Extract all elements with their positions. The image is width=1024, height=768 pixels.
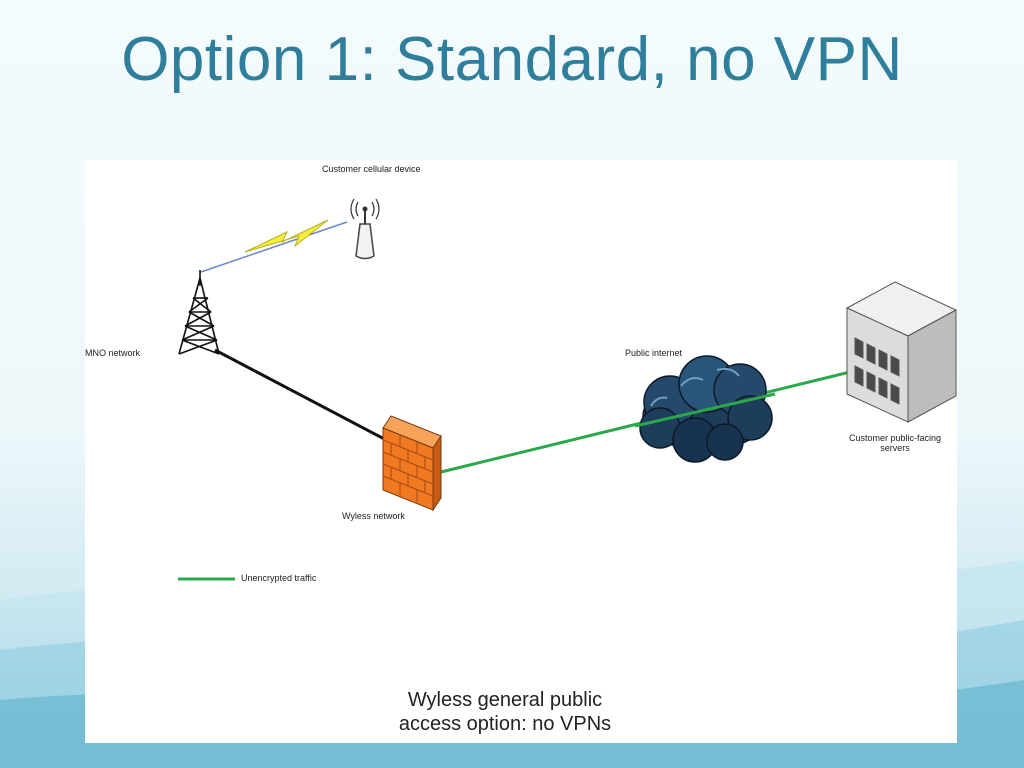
caption-line2: access option: no VPNs <box>398 713 612 735</box>
label-mno-network: MNO network <box>85 348 141 358</box>
unencrypted-link-over-cloud <box>634 392 776 428</box>
caption-line1: Wyless general public <box>407 689 603 711</box>
label-customer-servers: Customer public-facing servers <box>835 433 955 453</box>
label-customer-servers-line2: servers <box>880 443 910 453</box>
radio-link-tower-to-device <box>200 221 348 273</box>
label-customer-servers-line1: Customer public-facing <box>848 433 942 443</box>
network-diagram: Customer cellular device MNO network Pub… <box>85 160 957 743</box>
antenna-device-icon <box>350 198 380 260</box>
lightning-icon <box>244 219 329 253</box>
diagram-graphics <box>178 198 957 581</box>
slide-title: Option 1: Standard, no VPN <box>121 25 903 94</box>
label-wyless-network: Wyless network <box>342 511 405 521</box>
cell-tower-icon <box>178 270 220 355</box>
wired-link-tower-to-wyless <box>214 348 391 444</box>
label-customer-device: Customer cellular device <box>322 164 421 174</box>
label-public-internet: Public internet <box>625 348 683 358</box>
diagram-caption: Wyless general public access option: no … <box>355 688 655 736</box>
firewall-icon <box>382 415 442 512</box>
server-building-icon <box>845 281 957 423</box>
legend-label-unencrypted: Unencrypted traffic <box>241 573 317 583</box>
